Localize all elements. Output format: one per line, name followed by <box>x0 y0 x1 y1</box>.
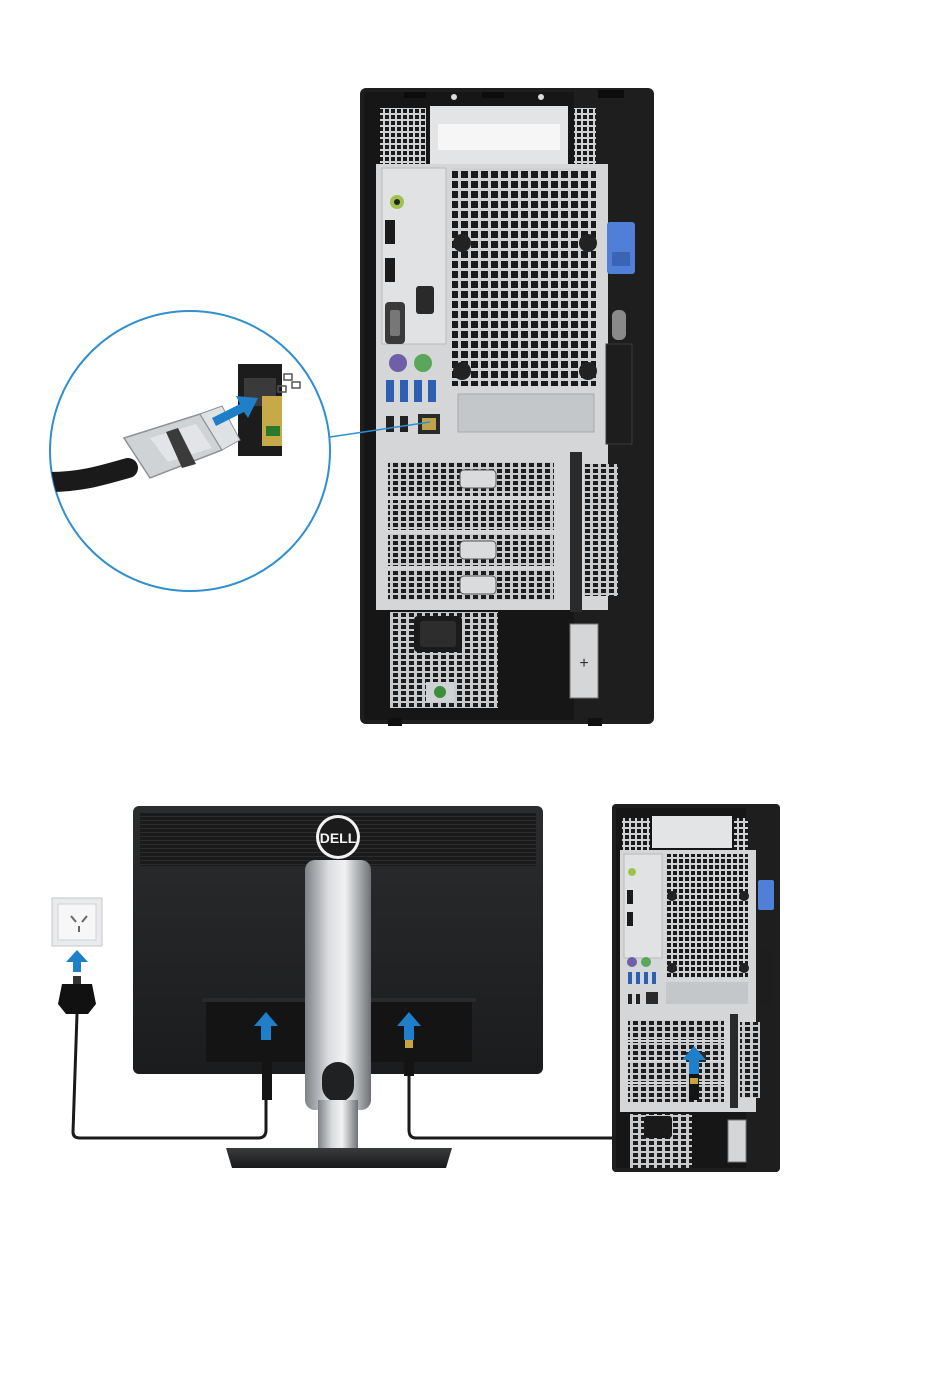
latch <box>607 222 635 274</box>
power-plug <box>58 976 96 1014</box>
wall-outlet <box>52 898 102 946</box>
svg-text:+: + <box>579 655 588 672</box>
power-supply <box>390 612 498 708</box>
computer-rear-small <box>612 804 780 1172</box>
dell-logo: DELL <box>316 815 360 859</box>
computer-rear: + <box>360 88 654 726</box>
dell-logo-text: DELL <box>320 830 357 846</box>
ethernet-callout <box>50 311 330 591</box>
outlet-arrow <box>66 950 88 972</box>
